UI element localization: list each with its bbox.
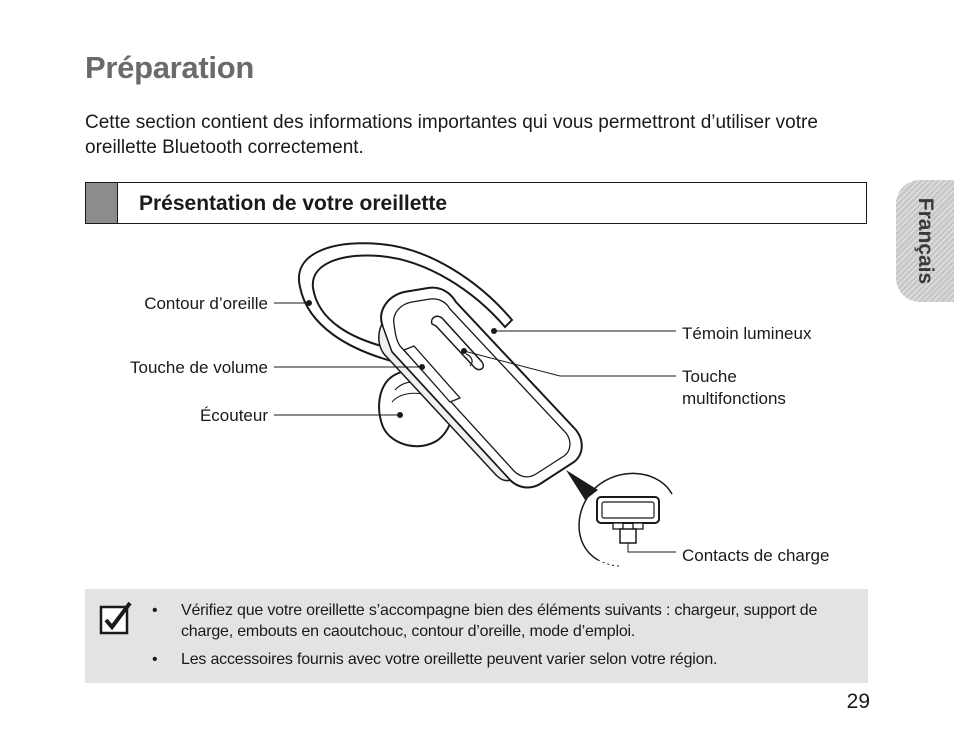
note-box: • Vérifiez que votre oreillette s’accomp… [85, 589, 868, 683]
checkbox-checked-icon [99, 601, 132, 635]
ear-hook-shape [297, 242, 514, 364]
leader-charging [627, 543, 676, 553]
headset-illustration [274, 242, 676, 567]
label-ear-hook: Contour d’oreille [144, 294, 268, 313]
label-earpiece: Écouteur [199, 406, 268, 425]
page-number: 29 [846, 690, 870, 713]
note-item: • Vérifiez que votre oreillette s’accomp… [152, 600, 852, 642]
zoom-circle [578, 472, 673, 561]
label-volume-key: Touche de volume [130, 358, 268, 377]
note-list: • Vérifiez que votre oreillette s’accomp… [152, 600, 852, 677]
label-multifunction-key-line2: multifonctions [682, 389, 786, 408]
intro-paragraph: Cette section contient des informations … [85, 112, 818, 158]
note-item-text: Vérifiez que votre oreillette s’accompag… [181, 602, 818, 640]
leader-multifunction [463, 350, 561, 377]
section-header: Présentation de votre oreillette [85, 182, 867, 224]
bullet: • [152, 651, 158, 668]
label-indicator-light: Témoin lumineux [682, 324, 812, 343]
headset-body [378, 286, 583, 489]
page-title: Préparation [85, 50, 254, 85]
charging-contacts-shape [596, 496, 660, 544]
zoom-pointer [566, 470, 598, 500]
label-multifunction-key-line1: Touche [682, 367, 737, 386]
bullet: • [152, 602, 158, 619]
note-item: • Les accessoires fournis avec votre ore… [152, 649, 852, 670]
section-title: Présentation de votre oreillette [139, 192, 448, 215]
headset-diagram: Contour d’oreille Touche de volume Écout… [0, 232, 954, 580]
label-charging-contacts: Contacts de charge [682, 546, 830, 565]
note-item-text: Les accessoires fournis avec votre oreil… [181, 651, 718, 668]
section-header-marker [86, 183, 118, 223]
language-tab: Français [896, 180, 954, 302]
